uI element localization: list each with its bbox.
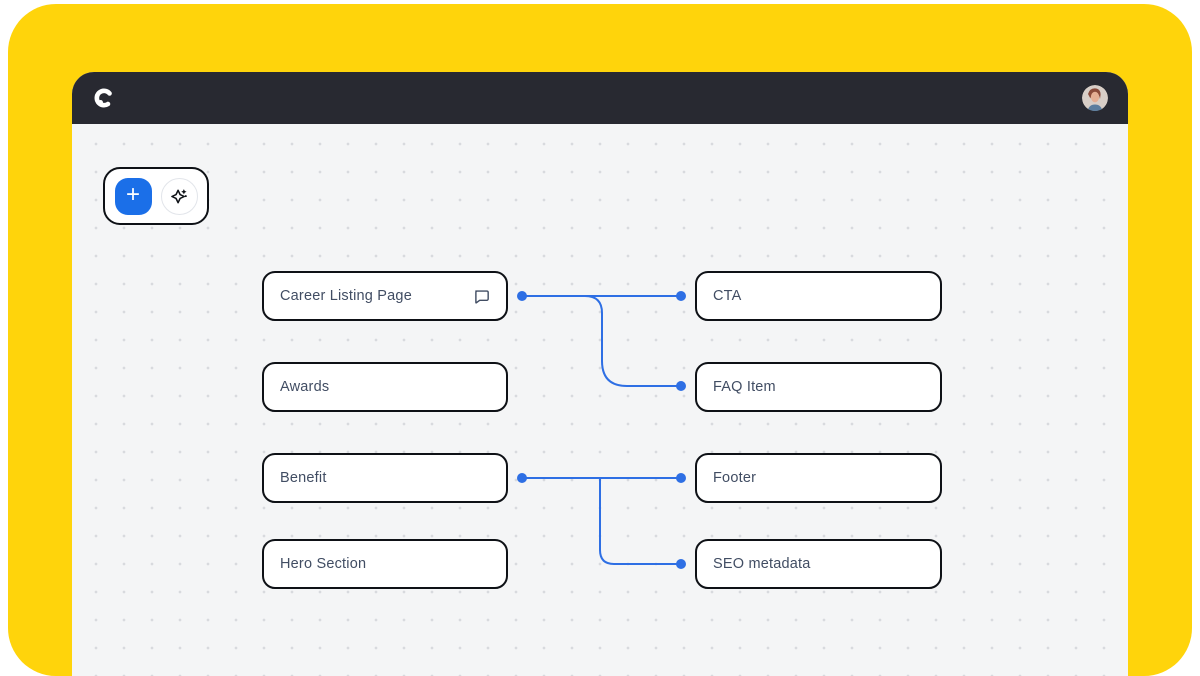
canvas-toolbar: + (103, 167, 209, 225)
node-faq-item[interactable]: FAQ Item (695, 362, 942, 412)
plus-icon: + (125, 181, 140, 208)
node-label: Career Listing Page (280, 288, 412, 304)
node-label: SEO metadata (713, 556, 811, 572)
node-footer[interactable]: Footer (695, 453, 942, 503)
node-cta[interactable]: CTA (695, 271, 942, 321)
node-hero-section[interactable]: Hero Section (262, 539, 508, 589)
node-awards[interactable]: Awards (262, 362, 508, 412)
edge-career-to-faq (584, 295, 681, 387)
connector-dot-seo-in[interactable] (676, 559, 686, 569)
diagram-canvas[interactable]: + Career Listing Page Awards (72, 124, 1128, 676)
node-career-listing-page[interactable]: Career Listing Page (262, 271, 508, 321)
ai-sparkle-icon (170, 188, 187, 203)
node-label: Awards (280, 379, 330, 395)
connector-dot-faq-in[interactable] (676, 381, 686, 391)
ai-assistant-button[interactable] (160, 177, 198, 215)
add-node-button[interactable]: + (114, 177, 152, 215)
connector-dot-footer-in[interactable] (676, 473, 686, 483)
edge-benefit-to-seo (599, 478, 681, 565)
app-window: + Career Listing Page Awards (72, 72, 1128, 676)
app-header (72, 72, 1128, 124)
comment-bubble-icon[interactable] (474, 288, 491, 305)
connector-dot-career-out[interactable] (517, 291, 527, 301)
node-benefit[interactable]: Benefit (262, 453, 508, 503)
user-avatar[interactable] (1082, 85, 1108, 111)
node-label: Hero Section (280, 556, 367, 572)
node-label: CTA (713, 288, 742, 304)
connection-edges (517, 291, 686, 569)
connector-dot-benefit-out[interactable] (517, 473, 527, 483)
connector-dot-cta-in[interactable] (676, 291, 686, 301)
node-label: Footer (713, 470, 757, 486)
node-seo-metadata[interactable]: SEO metadata (695, 539, 942, 589)
node-label: FAQ Item (713, 379, 776, 395)
node-label: Benefit (280, 470, 327, 486)
contentful-logo[interactable] (92, 86, 116, 110)
